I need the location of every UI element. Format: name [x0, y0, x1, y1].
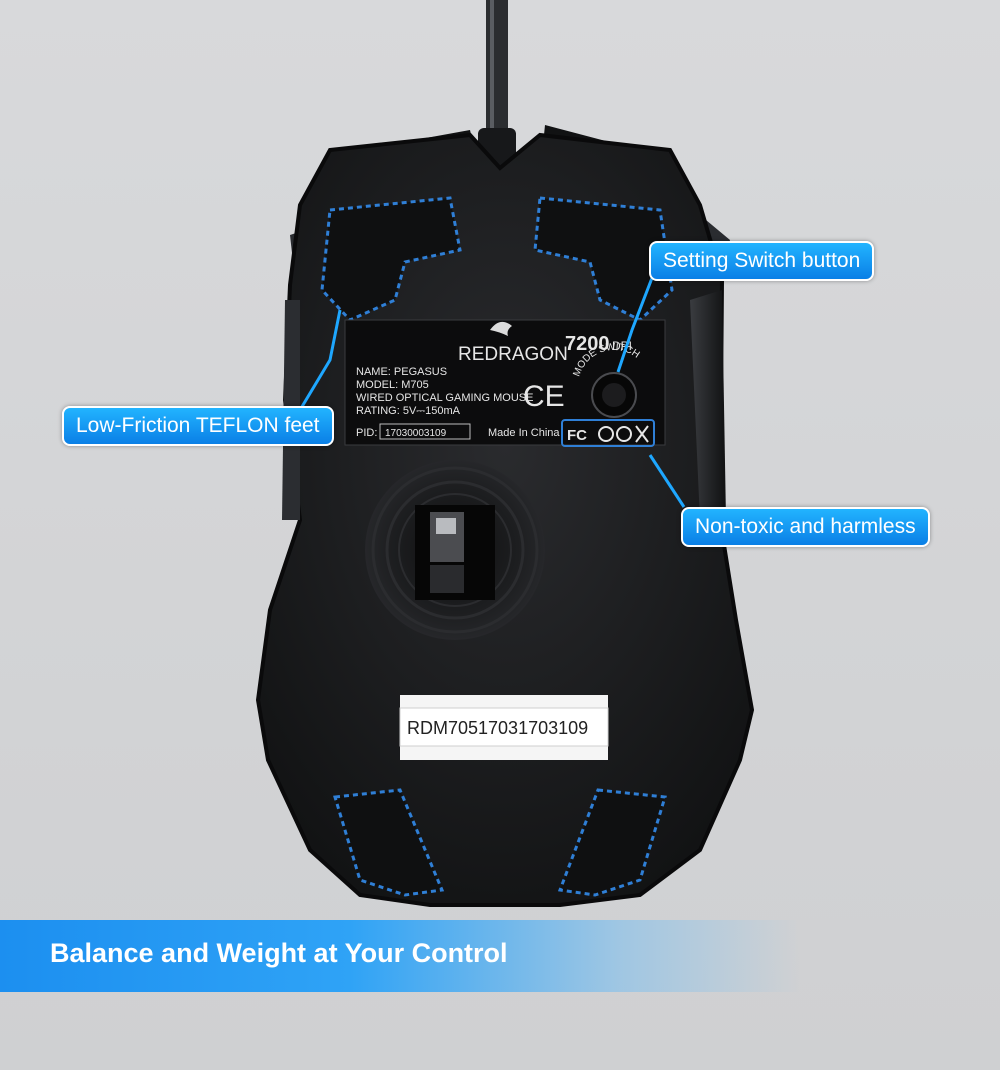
- teflon-foot-top-left: [320, 196, 462, 322]
- line-nontoxic: [648, 454, 686, 508]
- label-description: WIRED OPTICAL GAMING MOUSE: [356, 392, 533, 404]
- pid-value: 17030003109: [385, 428, 447, 439]
- teflon-foot-top-right: [533, 196, 674, 322]
- banner-text: Balance and Weight at Your Control: [50, 938, 508, 968]
- line-teflon: [298, 309, 342, 411]
- label-model: MODEL: M705: [356, 379, 429, 391]
- label-rating: RATING: 5V⎓150mA: [356, 405, 461, 417]
- pid-box: [379, 423, 471, 440]
- side-grip: [690, 290, 726, 520]
- label-pid: PID:: [356, 427, 377, 439]
- bottom-banner: Balance and Weight at Your Control: [0, 920, 1000, 992]
- made-in: Made In China: [488, 427, 560, 439]
- fcc-mark: FC: [567, 427, 587, 444]
- teflon-foot-bottom-left: [333, 788, 445, 897]
- serial-sticker: RDM70517031703109: [399, 695, 609, 760]
- cable: [478, 0, 516, 168]
- callout-non-toxic: Non-toxic and harmless: [681, 507, 930, 547]
- line-setting: [616, 277, 654, 373]
- callout-teflon-feet: Low-Friction TEFLON feet: [62, 406, 334, 446]
- label-name: NAME: PEGASUS: [356, 366, 447, 378]
- certification-marks: FC: [561, 419, 655, 447]
- dragon-emblem: [490, 321, 512, 336]
- optical-sensor: [365, 460, 545, 640]
- brand-logo: REDRAGON: [458, 344, 568, 365]
- serial-number: RDM70517031703109: [407, 718, 588, 738]
- callout-setting-switch: Setting Switch button: [649, 241, 875, 281]
- teflon-foot-bottom-right: [557, 788, 667, 897]
- callout-lines: [298, 277, 686, 508]
- dpi-value: 7200: [565, 333, 610, 355]
- ce-mark: CE: [523, 380, 565, 413]
